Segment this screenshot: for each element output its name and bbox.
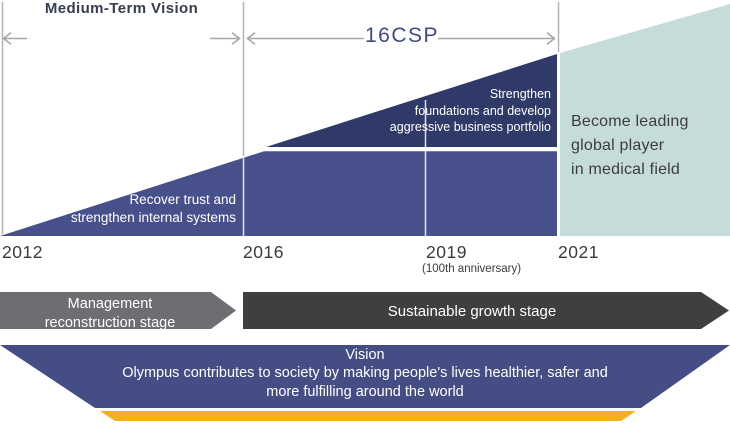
stage2-label: Sustainable growth stage xyxy=(387,303,557,320)
stage2-arrow xyxy=(243,292,729,329)
year-2021: 2021 xyxy=(558,242,599,262)
phase2-label: 16CSP xyxy=(364,24,440,47)
year-2012: 2012 xyxy=(2,242,43,262)
right-arrow-head-icon xyxy=(546,32,556,45)
goal-area xyxy=(560,4,730,236)
left-arrow-head-icon xyxy=(246,32,256,45)
strengthen-wedge xyxy=(266,54,557,147)
recover-trust-label: Recover trust and strengthen internal sy… xyxy=(70,192,236,225)
left-arrow-head-icon xyxy=(2,32,12,45)
year-2019: 2019 xyxy=(426,242,467,262)
goal-label: Become leading global player in medical … xyxy=(571,113,689,178)
year-2016: 2016 xyxy=(243,242,284,262)
phase1-label: Medium-Term Vision xyxy=(44,0,199,17)
vision-banner xyxy=(0,345,730,408)
phase1-range-arrow xyxy=(2,32,241,45)
strengthen-foundations-label: Strengthen foundations and develop aggre… xyxy=(389,87,551,134)
growth-triangle xyxy=(0,149,557,236)
phase2-range-arrow xyxy=(246,32,556,45)
stage1-arrow xyxy=(0,292,236,329)
vision-underline xyxy=(100,411,636,421)
vision-title: Vision xyxy=(345,347,385,363)
vision-statement: Olympus contributes to society by making… xyxy=(122,365,608,401)
year-2019-anniversary-note: (100th anniversary) xyxy=(422,263,522,275)
right-arrow-head-icon xyxy=(231,32,241,45)
stage1-label: Management reconstruction stage xyxy=(44,296,176,332)
